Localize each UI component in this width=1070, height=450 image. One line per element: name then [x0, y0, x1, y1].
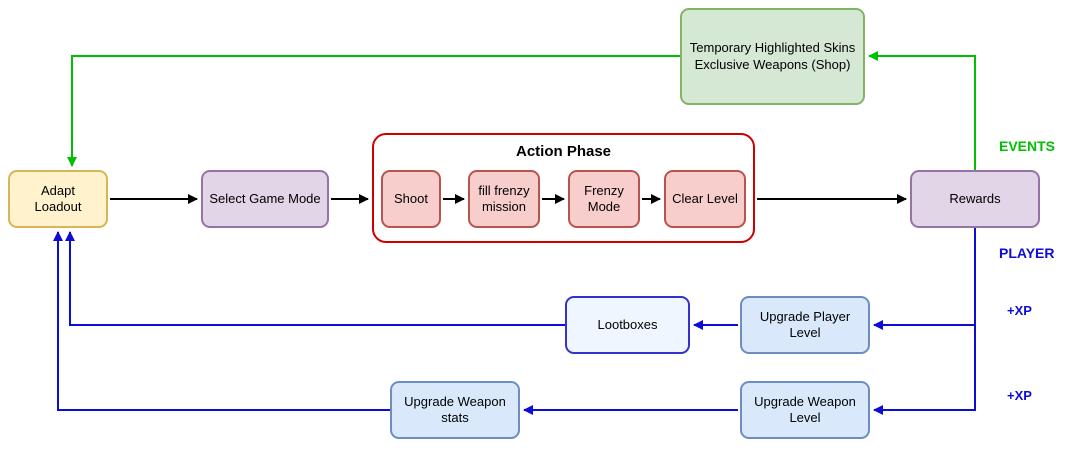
node-lootboxes-label: Lootboxes: [597, 316, 658, 332]
xp-weapon-label: +XP: [1007, 388, 1032, 403]
node-clear-level: Clear Level: [664, 170, 746, 228]
node-select-game-mode: Select Game Mode: [201, 170, 329, 228]
node-frenzy-mode-label: Frenzy Mode: [584, 182, 624, 214]
node-fill-frenzy-mission: fill frenzy mission: [468, 170, 540, 228]
node-upgrade-player-level: Upgrade Player Level: [740, 296, 870, 354]
node-upgrade-weapon-stats-label: Upgrade Weapon stats: [404, 393, 506, 425]
node-shoot-label: Shoot: [394, 190, 428, 206]
node-shop-events-line2: Exclusive Weapons (Shop): [694, 56, 851, 72]
action-phase-title: Action Phase: [515, 143, 612, 160]
node-fill-frenzy-mission-label: fill frenzy mission: [478, 182, 530, 214]
node-shoot: Shoot: [381, 170, 441, 228]
node-shop-events-line1: Temporary Highlighted Skins: [689, 40, 856, 56]
events-label: EVENTS: [999, 138, 1056, 154]
player-label: PLAYER: [999, 245, 1055, 261]
node-lootboxes: Lootboxes: [565, 296, 690, 354]
node-adapt-loadout-label: Adapt Loadout: [34, 182, 82, 214]
node-select-game-mode-label: Select Game Mode: [209, 190, 321, 206]
node-shop-events: Temporary Highlighted Skins Exclusive We…: [680, 8, 865, 105]
node-upgrade-weapon-stats: Upgrade Weapon stats: [390, 381, 520, 439]
node-frenzy-mode: Frenzy Mode: [568, 170, 640, 228]
node-rewards: Rewards: [910, 170, 1040, 228]
node-upgrade-weapon-level: Upgrade Weapon Level: [740, 381, 870, 439]
xp-player-label: +XP: [1007, 303, 1032, 318]
node-clear-level-label: Clear Level: [672, 190, 738, 206]
node-upgrade-player-level-label: Upgrade Player Level: [759, 308, 851, 340]
node-adapt-loadout: Adapt Loadout: [8, 170, 108, 228]
node-rewards-label: Rewards: [949, 190, 1001, 206]
node-upgrade-weapon-level-label: Upgrade Weapon Level: [754, 393, 856, 425]
